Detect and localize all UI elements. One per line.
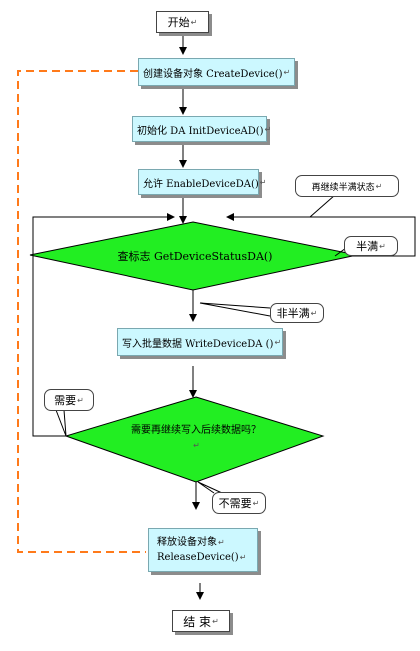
half-full-callout: 半满↵	[344, 236, 398, 256]
decide-continue-diamond	[64, 396, 325, 483]
create-device-box: 创建设备对象 CreateDevice()↵	[138, 58, 295, 86]
regen-callout: 再继续半满状态↵	[295, 175, 399, 197]
half-full-loop-line	[226, 213, 416, 257]
need-loop-line	[32, 213, 175, 437]
write-label: 写入批量数据 WriteDeviceDA ()	[122, 338, 274, 350]
release-label-2: ReleaseDevice()	[157, 552, 239, 563]
init-label: 初始化 DA InitDeviceAD()	[137, 125, 264, 137]
not-need-label: 不需要	[218, 497, 252, 510]
need-callout-pointer	[55, 409, 67, 437]
decide-continue-label: 需要再继续写入后续数据吗？↵	[131, 425, 261, 450]
create-label: 创建设备对象 CreateDevice()	[143, 68, 283, 80]
not-need-callout: 不需要↵	[212, 492, 266, 514]
end-label: 结 束	[183, 614, 212, 629]
check-status-diamond	[29, 221, 358, 291]
regen-callout-pointer	[309, 194, 336, 218]
need-label: 需要	[54, 394, 77, 407]
not-half-full-label: 非半满	[276, 307, 310, 320]
not-half-full-callout: 非半满↵	[270, 303, 324, 323]
init-device-box: 初始化 DA InitDeviceAD()↵	[132, 116, 271, 142]
enable-label: 允许 EnableDeviceDA()	[143, 178, 259, 190]
not-need-callout-pointer	[197, 481, 223, 494]
end-node: 结 束↵	[172, 610, 230, 632]
dashed-loop-line	[17, 70, 146, 553]
start-label: 开始	[167, 16, 190, 29]
check-status-label: 查标志 GetDeviceStatusDA()	[117, 250, 273, 263]
half-full-label: 半满	[356, 240, 379, 253]
need-callout: 需要↵	[44, 389, 94, 411]
enable-device-box: 允许 EnableDeviceDA()↵	[138, 169, 266, 195]
regen-callout-label: 再继续半满状态	[311, 182, 375, 193]
start-node: 开始↵	[156, 11, 209, 33]
write-device-box: 写入批量数据 WriteDeviceDA ()↵	[117, 328, 283, 356]
release-label-1: 释放设备对象	[157, 537, 217, 548]
release-device-box: 释放设备对象↵ ReleaseDevice()↵	[148, 528, 258, 572]
not-half-full-callout-pointer	[199, 302, 271, 317]
